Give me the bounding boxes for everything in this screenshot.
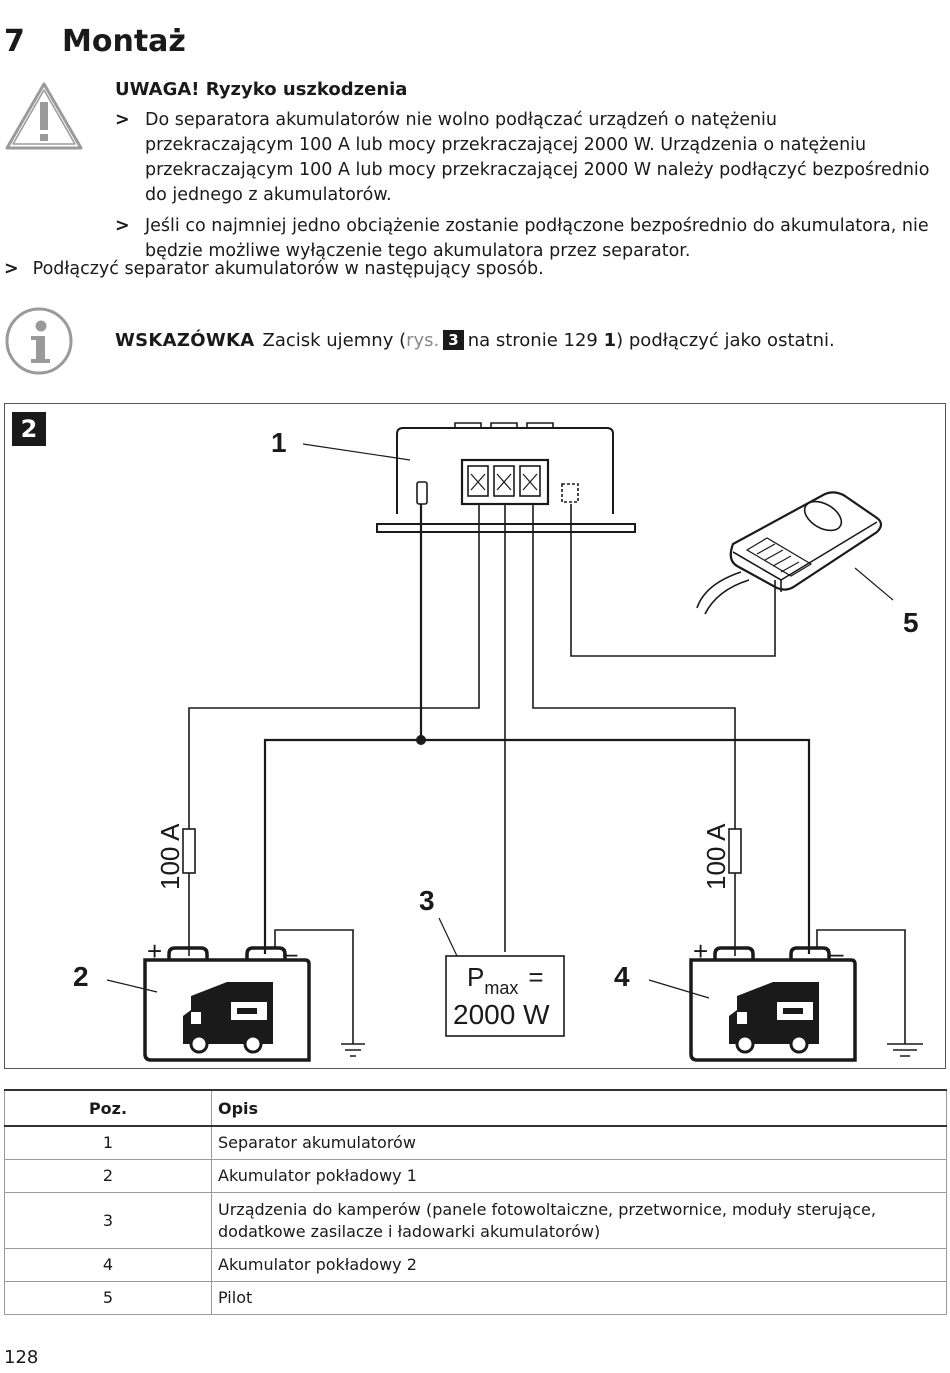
warning-list: > Do separatora akumulatorów nie wolno po… [115, 108, 930, 270]
info-icon [5, 307, 73, 375]
separator-top-tabs [454, 422, 554, 428]
table-row: 5 Pilot [4, 1281, 947, 1315]
wiring-diagram-frame: 1 2 3 4 5 + – + – 100 A 100 A Pmax= 2000… [4, 403, 946, 1069]
cell-pos: 2 [4, 1159, 212, 1193]
junction-dot [416, 735, 426, 745]
warning-item-text: Do separatora akumulatorów nie wolno pod… [145, 110, 930, 205]
plus-sign: + [147, 936, 162, 966]
table-row: 4 Akumulator pokładowy 2 [4, 1248, 947, 1282]
fuse-right [728, 828, 742, 874]
battery-2 [689, 958, 857, 1062]
fuse-left [182, 828, 196, 874]
terminal [519, 465, 541, 497]
cell-desc: Akumulator pokładowy 2 [211, 1248, 947, 1282]
bullet-marker: > [115, 110, 130, 130]
callout-leader [106, 979, 158, 993]
table-row: 1 Separator akumulatorów [4, 1126, 947, 1160]
callout-leader [648, 979, 710, 999]
plus-sign: + [693, 936, 708, 966]
warning-title: UWAGA! Ryzyko uszkodzenia [115, 79, 408, 100]
callout-3: 3 [419, 885, 435, 916]
cell-pos: 4 [4, 1248, 212, 1282]
ground-symbol-2 [887, 1043, 923, 1057]
separator-base [376, 523, 636, 533]
callout-leader [438, 917, 458, 957]
section-number: 7 [4, 24, 25, 59]
wire-to-battery1-plus [188, 504, 480, 829]
column-header-pos: Poz. [4, 1089, 212, 1127]
minus-sign: – [283, 938, 298, 968]
table-row: 2 Akumulator pokładowy 1 [4, 1159, 947, 1193]
callout-1: 1 [271, 427, 287, 458]
note-text-part: ) podłączyć jako ostatni. [616, 330, 835, 351]
load-box [445, 955, 565, 1037]
warning-item: > Do separatora akumulatorów nie wolno po… [115, 108, 930, 208]
fuse-label-right: 100 A [701, 823, 731, 890]
cell-pos: 5 [4, 1281, 212, 1315]
page-number: 128 [4, 1347, 39, 1368]
wiring-diagram: 1 2 3 4 5 + – + – 100 A 100 A Pmax= 2000… [73, 422, 923, 1062]
warning-item-text: Jeśli co najmniej jedno obciążenie zosta… [145, 216, 929, 261]
cell-desc: Urządzenia do kamperów (panele fotowolta… [211, 1192, 947, 1249]
note-text-part: na stronie 129 [467, 330, 598, 351]
item-ref: 1 [603, 330, 617, 351]
warning-triangle-icon [5, 82, 83, 150]
callout-leader [302, 443, 411, 461]
negative-bus [263, 738, 811, 954]
battery-2-terminals [713, 946, 831, 960]
terminal [467, 465, 489, 497]
remote-buttons [803, 500, 843, 532]
note-text-part: Zacisk ujemny ( [262, 330, 407, 351]
legend-table: Poz. Opis 1 Separator akumulatorów 2 Aku… [4, 1089, 947, 1315]
figure-ref-prefix: rys. [406, 330, 440, 351]
remote-grip [745, 537, 813, 577]
load-power-label: Pmax= [467, 962, 544, 998]
remote-cable [696, 571, 750, 615]
separator-housing [396, 427, 614, 514]
fuse-label-left: 100 A [155, 823, 185, 890]
instruction-step: > Podłączyć separator akumulatorów w nast… [4, 259, 544, 279]
warning-item: > Jeśli co najmniej jedno obciążenie zost… [115, 214, 930, 264]
wire-to-battery2-plus [532, 504, 736, 829]
table-row: 3 Urządzenia do kamperów (panele fotowol… [4, 1192, 947, 1249]
cell-desc: Separator akumulatorów [211, 1126, 947, 1160]
cell-pos: 1 [4, 1126, 212, 1160]
column-header-desc: Opis [211, 1089, 947, 1127]
section-title: Montaż [62, 24, 186, 59]
callout-leader [854, 567, 894, 601]
note-label: WSKAZÓWKA [115, 330, 255, 351]
terminal-screws [470, 473, 538, 491]
remote-control [729, 491, 883, 591]
cell-desc: Akumulator pokładowy 1 [211, 1159, 947, 1193]
cell-desc: Pilot [211, 1281, 947, 1315]
battery-1 [143, 958, 311, 1062]
camper-icon [729, 982, 819, 1054]
separator-negative-terminal [416, 481, 428, 505]
callout-2: 2 [73, 961, 89, 992]
figure-ref-badge[interactable]: 3 [443, 330, 464, 350]
battery-1-ground-wire [274, 929, 354, 1044]
camper-icon [183, 982, 273, 1054]
figure-badge: 2 [12, 412, 46, 446]
minus-sign: – [829, 938, 844, 968]
bullet-marker: > [4, 259, 19, 279]
battery-2-ground-wire [816, 929, 906, 1044]
instruction-step-text: Podłączyć separator akumulatorów w nastę… [32, 259, 544, 279]
callout-4: 4 [614, 961, 630, 992]
cell-pos: 3 [4, 1192, 212, 1249]
remote-top-edge [732, 521, 878, 581]
terminal [493, 465, 515, 497]
table-header-row: Poz. Opis [4, 1089, 947, 1127]
remote-port [561, 483, 579, 503]
bullet-marker: > [115, 216, 130, 236]
load-power-value: 2000 W [453, 999, 550, 1030]
battery-1-terminals [167, 946, 287, 960]
wire-to-remote [570, 504, 776, 657]
ground-symbol-1 [341, 1043, 365, 1057]
callout-5: 5 [903, 607, 919, 638]
